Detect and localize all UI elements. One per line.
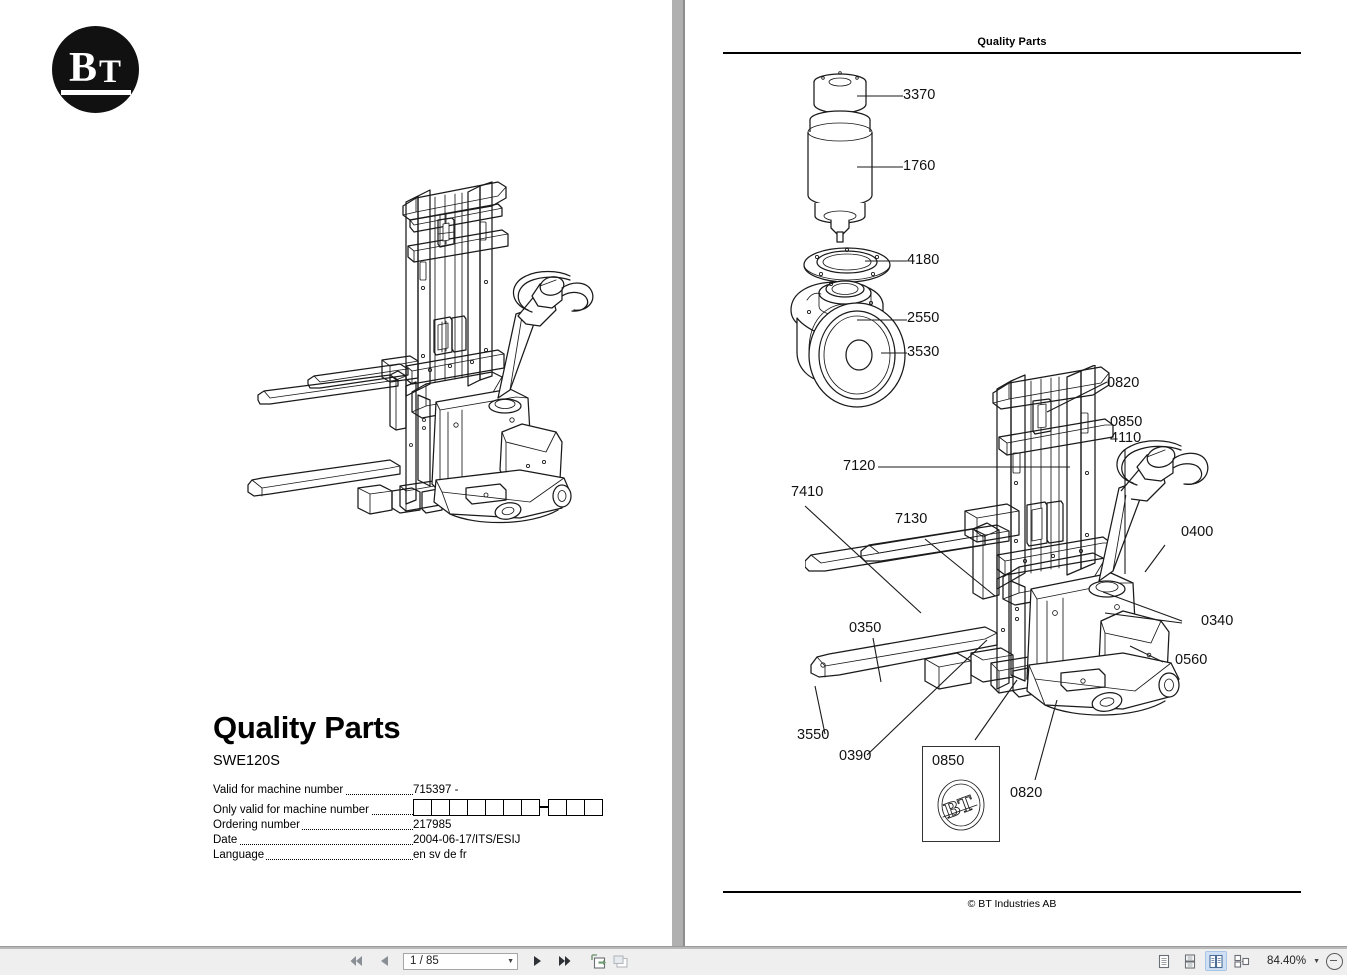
callout-7130: 7130 [895, 511, 928, 527]
meta-value-ordering-number: 217985 [413, 818, 452, 831]
callout-1760: 1760 [903, 158, 936, 174]
machine-number-box[interactable] [548, 798, 567, 816]
machine-number-separator [540, 806, 549, 808]
page-header-title: Quality Parts [977, 36, 1047, 48]
bt-logo-letter-b: B [69, 45, 97, 91]
meta-row-only-valid-for: Only valid for machine number [213, 797, 603, 817]
zoom-out-icon[interactable] [1326, 952, 1343, 970]
view-controls-group[interactable]: 84.40% ▼ [1153, 951, 1343, 971]
callout-0850-4110: 0850 4110 [1110, 414, 1143, 447]
meta-label-ordering-number: Ordering number [213, 817, 413, 832]
meta-value-date: 2004-06-17/ITS/ESIJ [413, 833, 521, 846]
page-title: Quality Parts [213, 710, 401, 745]
page-gutter [672, 0, 685, 946]
callout-4180: 4180 [907, 252, 940, 268]
next-page-button[interactable] [526, 950, 548, 972]
continuous-scroll-view-button[interactable] [1179, 951, 1201, 971]
meta-value-valid-for: 715397 - [413, 783, 459, 796]
machine-number-box-field[interactable] [413, 798, 603, 816]
meta-value-language: en sv de fr [413, 848, 467, 861]
callout-0400: 0400 [1181, 524, 1214, 540]
page-header-rule [723, 52, 1301, 54]
meta-row-language: Language en sv de fr [213, 847, 603, 862]
callout-3530: 3530 [907, 344, 940, 360]
view-mode-group[interactable] [1153, 951, 1253, 971]
book-view-button[interactable] [1231, 951, 1253, 971]
model-designation: SWE120S [213, 753, 280, 769]
exploded-filter-castor-assembly [785, 60, 1015, 410]
page-footer-rule [723, 891, 1301, 893]
meta-row-valid-for: Valid for machine number 715397 - [213, 782, 603, 797]
machine-number-box[interactable] [566, 798, 585, 816]
meta-value-machine-number-boxes [413, 797, 603, 817]
page-right[interactable]: Quality Parts [685, 0, 1347, 946]
machine-number-box[interactable] [503, 798, 522, 816]
page-header: Quality Parts [723, 36, 1301, 54]
bt-logo: B T [52, 26, 139, 113]
pdf-viewer-canvas[interactable]: B T [0, 0, 1347, 946]
page-footer-copyright: © BT Industries AB [967, 898, 1057, 910]
bt-logo-letter-t: T [99, 54, 122, 90]
machine-number-box[interactable] [413, 798, 432, 816]
meta-label-date: Date [213, 832, 413, 847]
meta-row-date: Date 2004-06-17/ITS/ESIJ [213, 832, 603, 847]
viewer-toolbar[interactable]: 1 / 85 ▼ [0, 946, 1347, 975]
meta-row-ordering-number: Ordering number 217985 [213, 817, 603, 832]
page-left[interactable]: B T [0, 0, 672, 946]
page-navigation-group[interactable]: 1 / 85 ▼ [345, 950, 632, 972]
fit-width-button[interactable] [610, 950, 632, 972]
callout-0820-top: 0820 [1107, 375, 1140, 391]
page-number-value: 1 / 85 [410, 955, 439, 967]
inset-detail-box: 0850 BT [922, 746, 1000, 842]
callout-3550: 3550 [797, 727, 830, 743]
callout-0820-bottom: 0820 [1010, 785, 1043, 801]
single-page-view-button[interactable] [1153, 951, 1175, 971]
chevron-down-icon[interactable]: ▼ [507, 957, 514, 965]
callout-7120: 7120 [843, 458, 876, 474]
callout-7410: 7410 [791, 484, 824, 500]
machine-number-box[interactable] [467, 798, 486, 816]
page-number-input[interactable]: 1 / 85 ▼ [403, 952, 518, 970]
first-page-button[interactable] [345, 950, 367, 972]
callout-2550: 2550 [907, 310, 940, 326]
last-page-button[interactable] [554, 950, 576, 972]
bt-logo-bar [61, 90, 131, 95]
machine-number-box[interactable] [485, 798, 504, 816]
inset-callout-0850: 0850 [932, 753, 965, 769]
callout-0390: 0390 [839, 748, 872, 764]
machine-number-box[interactable] [431, 798, 450, 816]
zoom-level-value: 84.40% [1267, 955, 1307, 967]
fit-page-button[interactable] [588, 950, 610, 972]
callout-0560: 0560 [1175, 652, 1208, 668]
zoom-dropdown-chevron-icon[interactable]: ▼ [1313, 957, 1320, 965]
machine-illustration-cover [240, 170, 600, 550]
machine-number-box[interactable] [449, 798, 468, 816]
meta-label-language: Language [213, 847, 413, 862]
machine-number-box[interactable] [584, 798, 603, 816]
meta-label-valid-for: Valid for machine number [213, 782, 413, 797]
previous-page-button[interactable] [373, 950, 395, 972]
callout-0350: 0350 [849, 620, 882, 636]
callout-0340: 0340 [1201, 613, 1234, 629]
machine-number-box[interactable] [521, 798, 540, 816]
callout-3370: 3370 [903, 87, 936, 103]
metadata-table: Valid for machine number 715397 - Only v… [213, 782, 603, 862]
exploded-machine-illustration [805, 365, 1275, 825]
two-page-view-button[interactable] [1205, 951, 1228, 971]
title-block: Quality Parts SWE120S Valid for machine … [213, 710, 633, 862]
meta-label-only-valid-for: Only valid for machine number [213, 797, 413, 817]
bt-logo-inset-icon: BT [937, 779, 985, 831]
page-footer: © BT Industries AB [723, 891, 1301, 910]
